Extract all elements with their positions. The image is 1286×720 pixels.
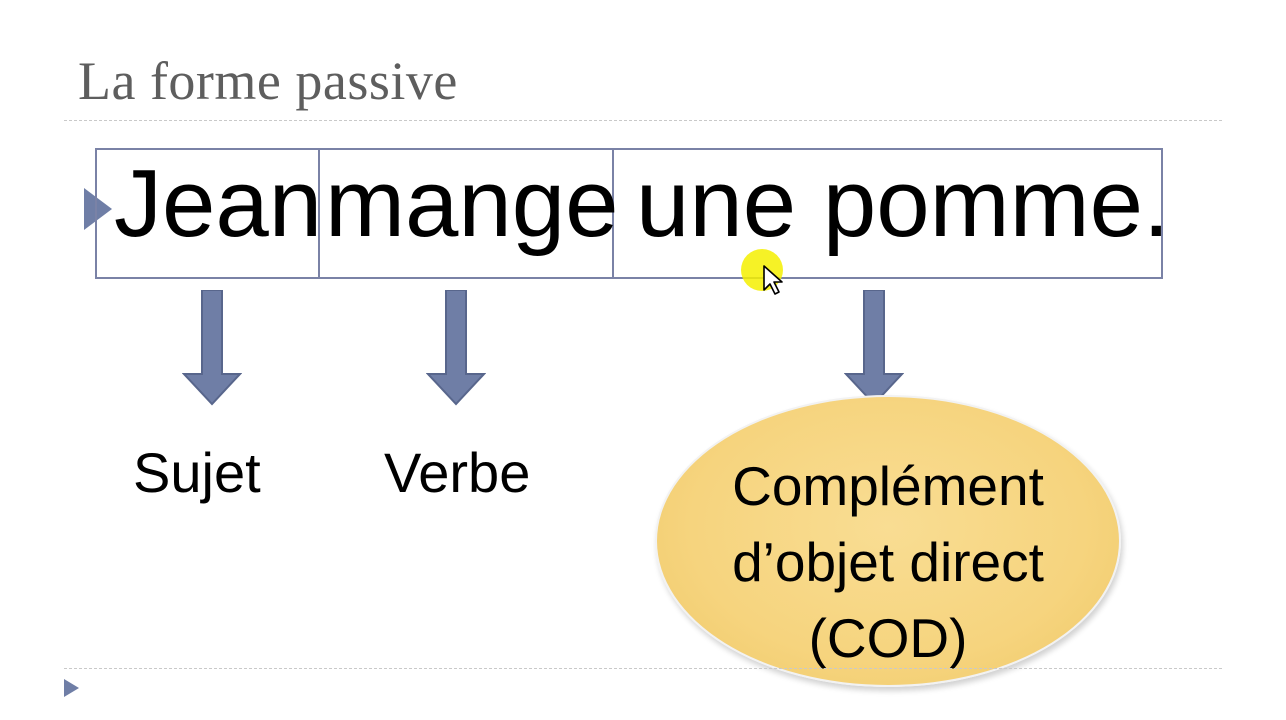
label-object-line: Complément	[732, 455, 1044, 517]
label-object-line: (COD)	[808, 607, 968, 669]
sentence-box	[95, 148, 1163, 279]
arrow-down-icon	[182, 290, 242, 406]
arrow-down-icon	[426, 290, 486, 406]
label-subject: Sujet	[133, 441, 261, 504]
slide-title: La forme passive	[78, 51, 458, 111]
label-object: Complément d’objet direct (COD)	[655, 448, 1121, 676]
label-verb: Verbe	[384, 441, 531, 504]
mouse-pointer-icon	[741, 249, 783, 295]
sentence-divider	[318, 148, 320, 279]
bullet-triangle-icon	[84, 188, 112, 230]
sentence-object: une pomme.	[636, 150, 1170, 257]
sentence-divider	[612, 148, 614, 279]
cod-ellipse	[655, 395, 1121, 687]
footer-separator	[64, 668, 1222, 669]
bullet-triangle-icon	[64, 679, 79, 697]
label-object-line: d’objet direct	[732, 531, 1044, 593]
arrow-down-icon	[844, 290, 904, 406]
sentence-verb: mange	[325, 150, 619, 257]
sentence-subject: Jean	[114, 150, 323, 257]
title-separator	[64, 120, 1222, 121]
